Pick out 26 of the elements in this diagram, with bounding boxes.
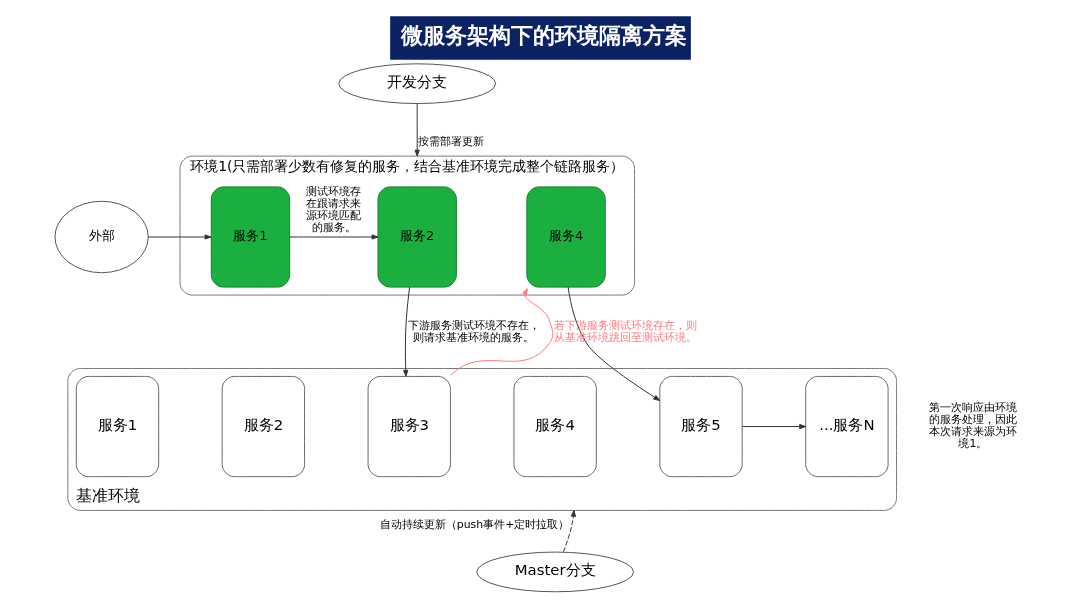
node-ellipse: 外部 xyxy=(53,200,149,274)
node-ellipse: 开发分支 xyxy=(337,63,496,104)
edge-label: 测试环境存在跟请求来源环境匹配的服务。 xyxy=(305,185,361,234)
edge-label: 按需部署更新 xyxy=(417,135,484,148)
node-ellipse: Master分支 xyxy=(475,551,634,593)
node-box: 服务2 xyxy=(221,375,305,478)
node-box: 服务1 xyxy=(75,375,159,478)
arrow xyxy=(741,423,806,430)
arrow xyxy=(414,103,420,157)
arrow xyxy=(562,509,576,553)
node-box: 服务4 xyxy=(525,186,606,288)
node-box: 服务3 xyxy=(367,375,451,478)
edge-label: 下游服务测试环境不存在，则请求基准环境的服务。 xyxy=(407,318,540,344)
edge-label: 自动持续更新（push事件+定时拉取） xyxy=(379,518,569,532)
arrow xyxy=(289,234,378,240)
node-box: 服务2 xyxy=(377,186,457,288)
node-box: ...服务N xyxy=(804,375,889,478)
arrow xyxy=(147,234,211,240)
label: 第一次响应由环境的服务处理，因此本次请求来源为环境1。 xyxy=(928,401,1017,451)
arrow xyxy=(402,286,410,377)
node-box: 服务4 xyxy=(512,375,597,478)
diagram-title: 微服务架构下的环境隔离方案 xyxy=(400,22,687,48)
node-box: 服务1 xyxy=(210,186,290,288)
node-box: 服务5 xyxy=(658,375,743,478)
arrow xyxy=(449,288,553,376)
arrow xyxy=(567,286,660,402)
